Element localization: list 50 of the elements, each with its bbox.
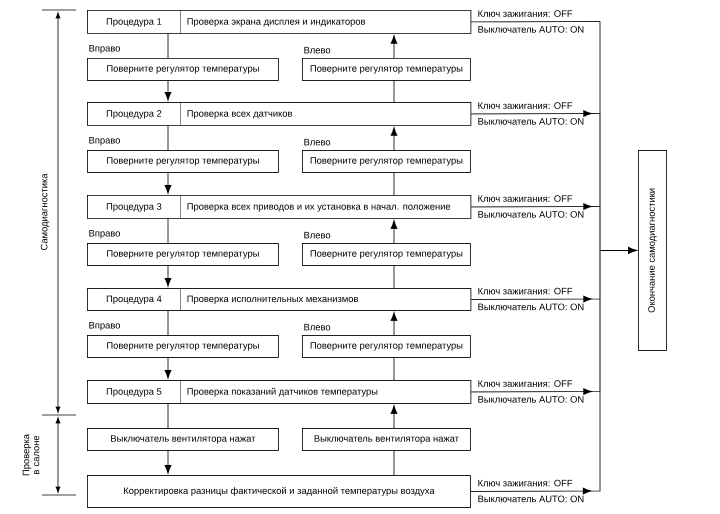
- condition-label: Ключ зажигания: OFF: [478, 195, 572, 202]
- condition-label: Ключ зажигания: OFF: [478, 288, 572, 294]
- direction-label: Влево: [304, 232, 330, 238]
- step-box: Корректировка разницы фактической и заданной температуры воздуха: [87, 475, 471, 508]
- step-box: Выключатель вентилятора нажат: [87, 428, 279, 451]
- procedure-box: Процедура 1 Проверка экрана дисплея и индикаторов: [87, 10, 472, 34]
- condition-label: Выключатель AUTO: ON: [478, 118, 584, 125]
- arrow: [470, 247, 637, 494]
- direction-label: Влево: [304, 46, 330, 54]
- condition-label: Выключатель AUTO: ON: [478, 26, 584, 33]
- step-box: Поверните регулятор температуры: [302, 243, 471, 266]
- direction-label: Вправо: [89, 230, 120, 238]
- procedure-box: Процедура 2 Проверка всех датчиков: [87, 102, 472, 126]
- step-box: Поверните регулятор температуры: [302, 58, 471, 81]
- direction-label: Влево: [304, 138, 330, 146]
- step-box: Поверните регулятор температуры: [302, 150, 471, 173]
- condition-label: Выключатель AUTO: ON: [478, 211, 584, 218]
- arrow: [164, 172, 172, 194]
- condition-label: Ключ зажигания: OFF: [478, 480, 572, 486]
- procedure-box: Процедура 5 Проверка показаний датчиков температуры: [87, 380, 472, 404]
- step-box: Поверните регулятор температуры: [87, 150, 279, 173]
- condition-label: Ключ зажигания: OFF: [478, 380, 572, 387]
- condition-label: Выключатель AUTO: ON: [478, 496, 584, 502]
- procedure-box: Процедура 3 Проверка всех приводов и их установка в начал. положение: [87, 195, 472, 219]
- step-box: Поверните регулятор температуры: [87, 243, 279, 266]
- arrow: [164, 450, 172, 474]
- condition-label: Ключ зажигания: OFF: [478, 102, 572, 109]
- direction-label: Вправо: [89, 45, 120, 54]
- step-box: Поверните регулятор температуры: [87, 58, 279, 81]
- dimension-label: Самодиагностика: [40, 174, 50, 250]
- arrow: [390, 127, 398, 150]
- direction-label: Вправо: [89, 137, 120, 146]
- arrow: [390, 312, 398, 336]
- arrow: [390, 220, 398, 244]
- arrow: [164, 80, 172, 101]
- dimension-label: Проверка в салоне: [22, 434, 40, 476]
- procedure-box: Процедура 4 Проверка исполнительных механизмов: [87, 288, 472, 311]
- arrow: [164, 357, 172, 379]
- step-box: Поверните регулятор температуры: [87, 335, 279, 358]
- step-box: Поверните регулятор температуры: [302, 335, 471, 358]
- end-box: Окончание самодиагностики: [638, 150, 667, 351]
- condition-label: Выключатель AUTO: ON: [478, 304, 584, 310]
- direction-label: Вправо: [89, 322, 120, 330]
- arrow: [390, 35, 398, 58]
- arrow: [164, 265, 172, 287]
- condition-label: Ключ зажигания: OFF: [478, 10, 572, 17]
- step-box: Выключатель вентилятора нажат: [302, 428, 471, 451]
- condition-label: Выключатель AUTO: ON: [478, 396, 584, 403]
- direction-label: Влево: [304, 324, 330, 330]
- arrow: [390, 405, 398, 428]
